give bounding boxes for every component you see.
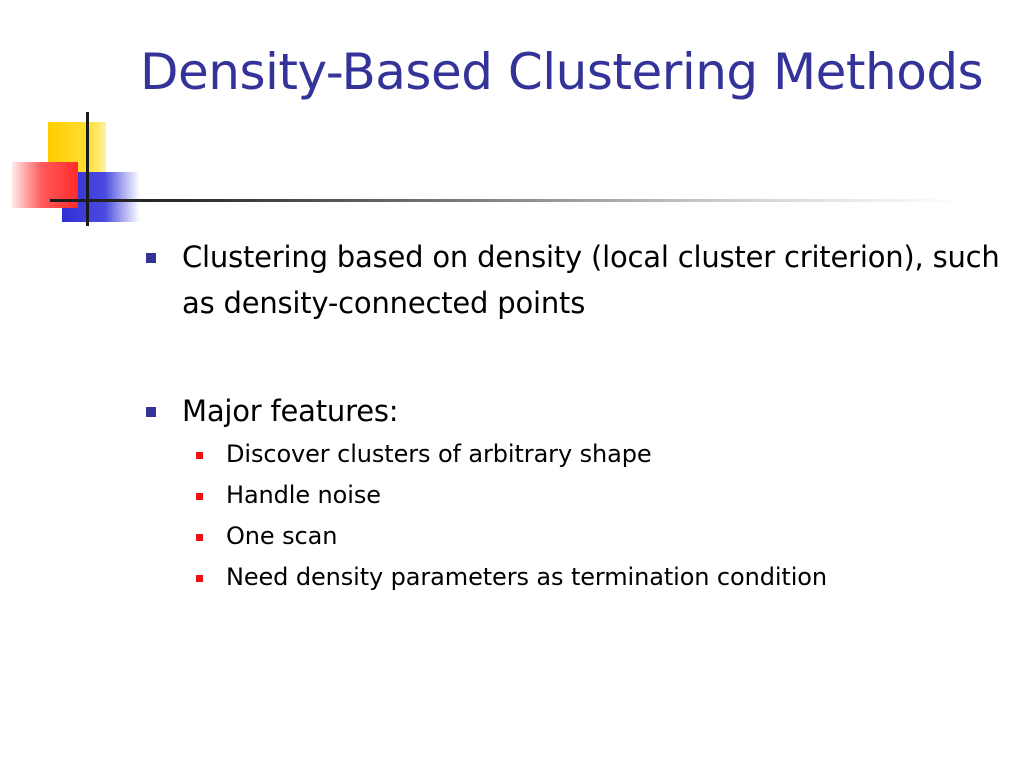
sub-bullet-text: Handle noise [226,481,381,509]
bullet-major-features: Major features: [146,388,1006,434]
square-bullet-icon [146,253,156,263]
square-bullet-icon [196,575,203,582]
bullet-clustering-density: Clustering based on density (local clust… [146,234,1006,326]
sub-bullet-handle-noise: Handle noise [146,475,1006,516]
sub-bullet-one-scan: One scan [146,516,1006,557]
square-bullet-icon [196,493,203,500]
ornament-vertical-line [86,112,89,226]
slide-title: Density-Based Clustering Methods [140,43,984,101]
sub-bullet-text: Need density parameters as termination c… [226,563,828,591]
square-bullet-icon [196,452,203,459]
sub-bullet-density-parameters: Need density parameters as termination c… [146,557,1006,598]
bullet-text: Clustering based on density (local clust… [182,240,1000,320]
square-bullet-icon [146,407,156,417]
title-underline [50,199,960,202]
sub-bullet-text: Discover clusters of arbitrary shape [226,440,652,468]
square-bullet-icon [196,534,203,541]
sub-bullet-arbitrary-shape: Discover clusters of arbitrary shape [146,434,1006,475]
sub-bullet-list: Discover clusters of arbitrary shape Han… [146,434,1006,598]
slide-body: Clustering based on density (local clust… [146,234,1006,598]
bullet-text: Major features: [182,394,399,428]
sub-bullet-text: One scan [226,522,338,550]
